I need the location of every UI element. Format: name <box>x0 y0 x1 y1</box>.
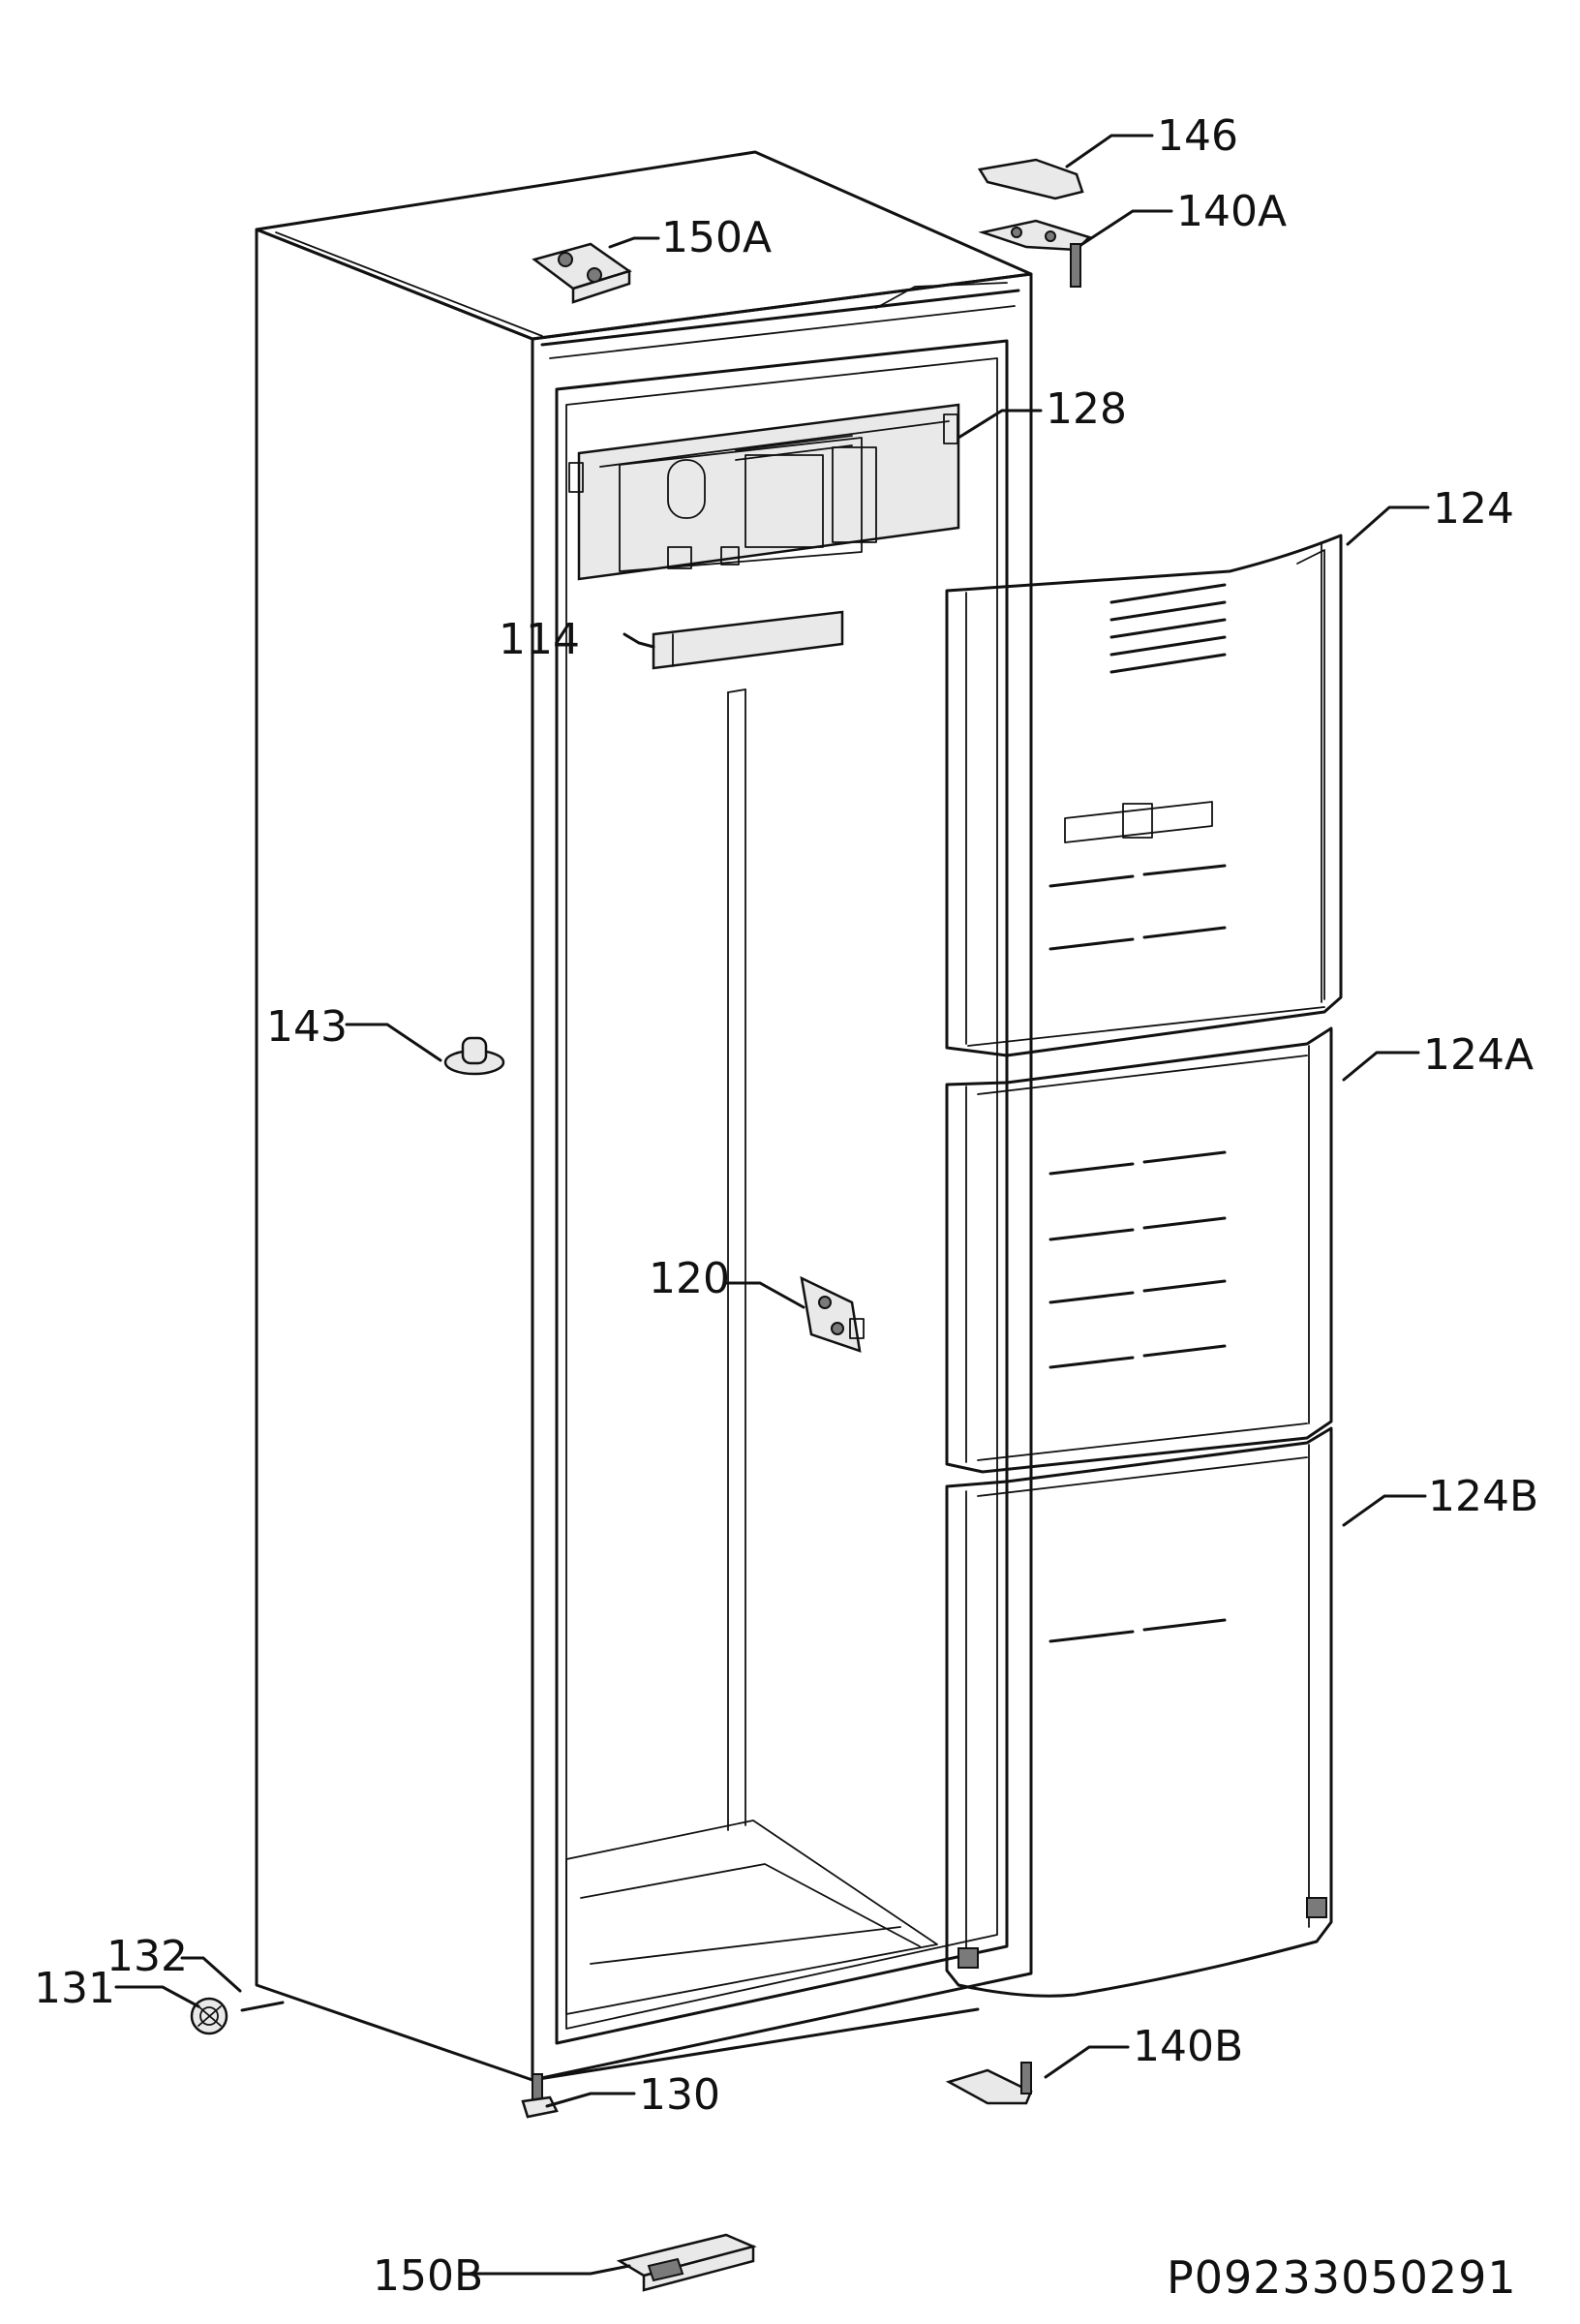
control-housing-128 <box>568 403 960 581</box>
callout-124B: 124B <box>1428 1472 1538 1521</box>
callout-140A: 140A <box>1176 187 1287 236</box>
callout-130: 130 <box>639 2070 720 2120</box>
callout-140B: 140B <box>1133 2022 1243 2071</box>
pin-132 <box>240 2001 285 2012</box>
door-panel-124 <box>945 534 1343 1057</box>
callout-124A: 124A <box>1423 1030 1534 1080</box>
callout-146: 146 <box>1157 111 1238 161</box>
cabinet <box>255 150 1033 2082</box>
callout-143: 143 <box>266 1002 348 1052</box>
door-panel-124B <box>945 1426 1333 1998</box>
callout-124: 124 <box>1433 484 1514 534</box>
callout-128: 128 <box>1046 384 1127 434</box>
door-panel-124A <box>945 1026 1333 1474</box>
hinge-cover-150B <box>616 2233 757 2292</box>
light-cover-114 <box>652 610 844 670</box>
foot-131 <box>190 1997 228 2035</box>
callout-150B: 150B <box>373 2251 483 2301</box>
hinge-cover-150A <box>532 242 632 304</box>
callout-131: 131 <box>34 1964 115 2013</box>
callout-132: 132 <box>106 1932 188 1981</box>
top-cap-146 <box>977 158 1084 200</box>
callout-114: 114 <box>499 615 580 664</box>
thermostat-120 <box>800 1275 865 1353</box>
foot-130 <box>521 2073 559 2119</box>
drawing-code: P09233050291 <box>1167 2251 1517 2304</box>
plug-143 <box>443 1036 505 1076</box>
callout-120: 120 <box>649 1254 730 1303</box>
bottom-hinge-140B <box>945 2062 1033 2105</box>
callout-150A: 150A <box>661 213 772 262</box>
top-hinge-140A <box>978 219 1092 288</box>
leader-lines <box>114 134 1430 2276</box>
